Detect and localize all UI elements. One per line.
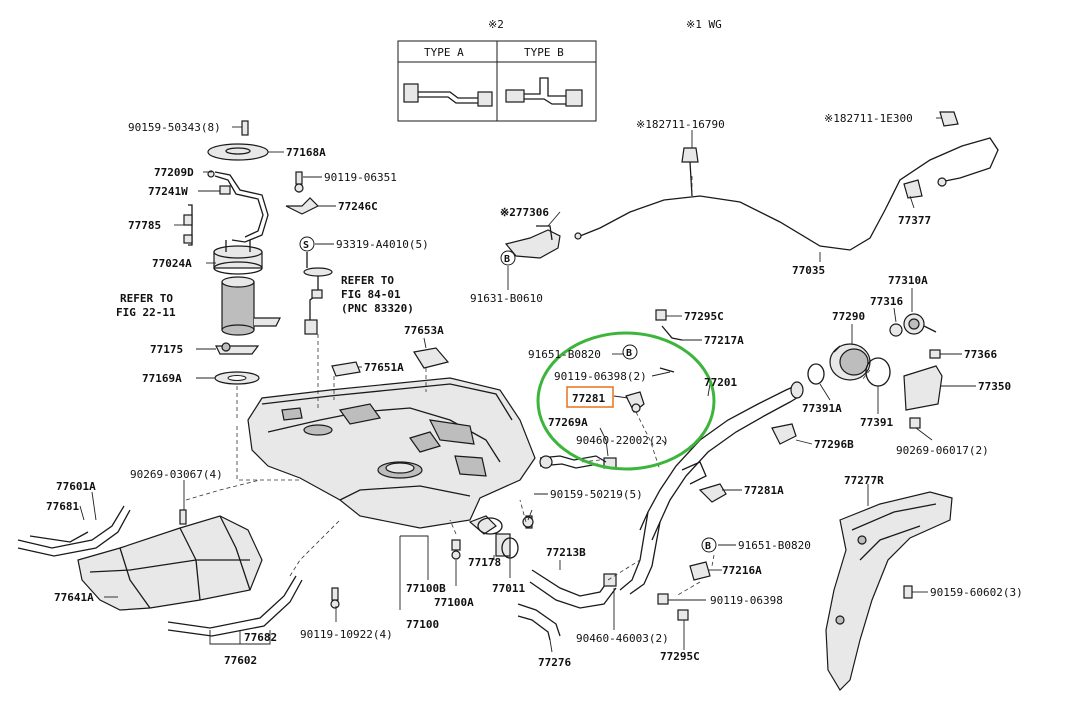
label-77168a[interactable]: 77168A [286,146,326,159]
label-77281a[interactable]: 77281A [744,484,784,497]
label-77276[interactable]: 77276 [538,656,571,669]
label-277306[interactable]: ※277306 [500,206,549,219]
tank-bands-and-protector [17,505,303,637]
type-a-illustration [403,83,493,107]
label-91651-b0820-top[interactable]: 91651-B0820 [528,348,601,361]
type-a-header: TYPE A [424,46,464,59]
label-77169a[interactable]: 77169A [142,372,182,385]
label-77785[interactable]: 77785 [128,219,161,232]
part-labels: 90159-50343(8) 77168A 77209D 90119-06351… [46,112,1023,669]
label-77350[interactable]: 77350 [978,380,1011,393]
label-77100a[interactable]: 77100A [434,596,474,609]
tank-top-parts [331,347,450,377]
label-77290[interactable]: 77290 [832,310,865,323]
label-77024a[interactable]: 77024A [152,257,192,270]
label-77213b[interactable]: 77213B [546,546,586,559]
label-182711-1e300[interactable]: ※182711-1E300 [824,112,913,125]
refer-note-fig84-line1: REFER TO [341,274,394,287]
label-182711-16790[interactable]: ※182711-16790 [636,118,725,131]
label-90159-60602[interactable]: 90159-60602(3) [930,586,1023,599]
label-90460-22002[interactable]: 90460-22002(2) [576,434,669,447]
label-90159-50219[interactable]: 90159-50219(5) [550,488,643,501]
label-77100[interactable]: 77100 [406,618,439,631]
filler-brackets: B B [539,309,921,621]
label-77281-highlighted[interactable]: 77281 [572,392,605,405]
label-77641a[interactable]: 77641A [54,591,94,604]
fuel-hoses [468,515,617,641]
note-mark-1: ※1 WG [686,18,722,31]
refer-note-fig22: REFER TO FIG 22-11 [116,292,176,319]
evap-canister-parts: B [500,111,999,266]
leader-lines [79,117,976,653]
fuel-inlet-protector [825,491,953,691]
label-77391[interactable]: 77391 [860,416,893,429]
label-77295c-top[interactable]: 77295C [684,310,724,323]
label-77377[interactable]: 77377 [898,214,931,227]
label-90159-50343[interactable]: 90159-50343(8) [128,121,221,134]
label-77296b[interactable]: 77296B [814,438,854,451]
label-93319-a4010[interactable]: 93319-A4010(5) [336,238,429,251]
label-77682[interactable]: 77682 [244,631,277,644]
label-90269-03067[interactable]: 90269-03067(4) [130,468,223,481]
label-90119-10922[interactable]: 90119-10922(4) [300,628,393,641]
label-77241w[interactable]: 77241W [148,185,188,198]
highlight-ellipse [536,331,716,471]
label-77391a[interactable]: 77391A [802,402,842,415]
label-77100b[interactable]: 77100B [406,582,446,595]
label-77269a[interactable]: 77269A [548,416,588,429]
circle-letter-b-2: B [626,348,632,359]
label-77681[interactable]: 77681 [46,500,79,513]
refer-note-fig84-line3: (PNC 83320) [341,302,414,315]
type-b-header: TYPE B [524,46,564,59]
label-90119-06398[interactable]: 90119-06398(2) [554,370,647,383]
fuel-tank [247,377,536,529]
label-77277r[interactable]: 77277R [844,474,884,487]
note-mark-2: ※2 [488,18,504,31]
refer-note-fig84: REFER TO FIG 84-01 (PNC 83320) [341,274,414,315]
label-77246c[interactable]: 77246C [338,200,378,213]
label-90119-06398-bottom[interactable]: 90119-06398 [710,594,783,607]
fuel-inlet-pipe [619,381,804,595]
label-77209d[interactable]: 77209D [154,166,194,179]
label-77310a[interactable]: 77310A [888,274,928,287]
label-77316[interactable]: 77316 [870,295,903,308]
label-77175[interactable]: 77175 [150,343,183,356]
label-77601a[interactable]: 77601A [56,480,96,493]
pump-small-parts: S [285,171,333,335]
label-77216a[interactable]: 77216A [722,564,762,577]
label-91651-b0820-bottom[interactable]: 91651-B0820 [738,539,811,552]
label-77602[interactable]: 77602 [224,654,257,667]
label-77035[interactable]: 77035 [792,264,825,277]
circle-letter-s: S [303,240,309,251]
refer-note-fig22-line2: FIG 22-11 [116,306,176,319]
label-77178[interactable]: 77178 [468,556,501,569]
label-77651a[interactable]: 77651A [364,361,404,374]
assembly-dashed-lines [185,176,871,597]
label-90119-06351[interactable]: 90119-06351 [324,171,397,184]
label-77366[interactable]: 77366 [964,348,997,361]
type-table: TYPE A TYPE B [397,40,597,122]
refer-note-fig84-line2: FIG 84-01 [341,288,401,301]
label-77653a[interactable]: 77653A [404,324,444,337]
highlight-box[interactable] [566,386,614,408]
fuel-pump-assembly [183,120,281,385]
label-91631-b0610[interactable]: 91631-B0610 [470,292,543,305]
label-90460-46003[interactable]: 90460-46003(2) [576,632,669,645]
type-b-illustration [505,77,583,107]
label-77201[interactable]: 77201 [704,376,737,389]
circle-letter-b-1: B [504,254,510,265]
label-90269-06017[interactable]: 90269-06017(2) [896,444,989,457]
fuel-cap-parts [807,313,943,411]
label-77011[interactable]: 77011 [492,582,525,595]
label-77217a[interactable]: 77217A [704,334,744,347]
label-77295c-bottom[interactable]: 77295C [660,650,700,663]
refer-note-fig22-line1: REFER TO [120,292,173,305]
circle-letter-b-3: B [705,541,711,552]
